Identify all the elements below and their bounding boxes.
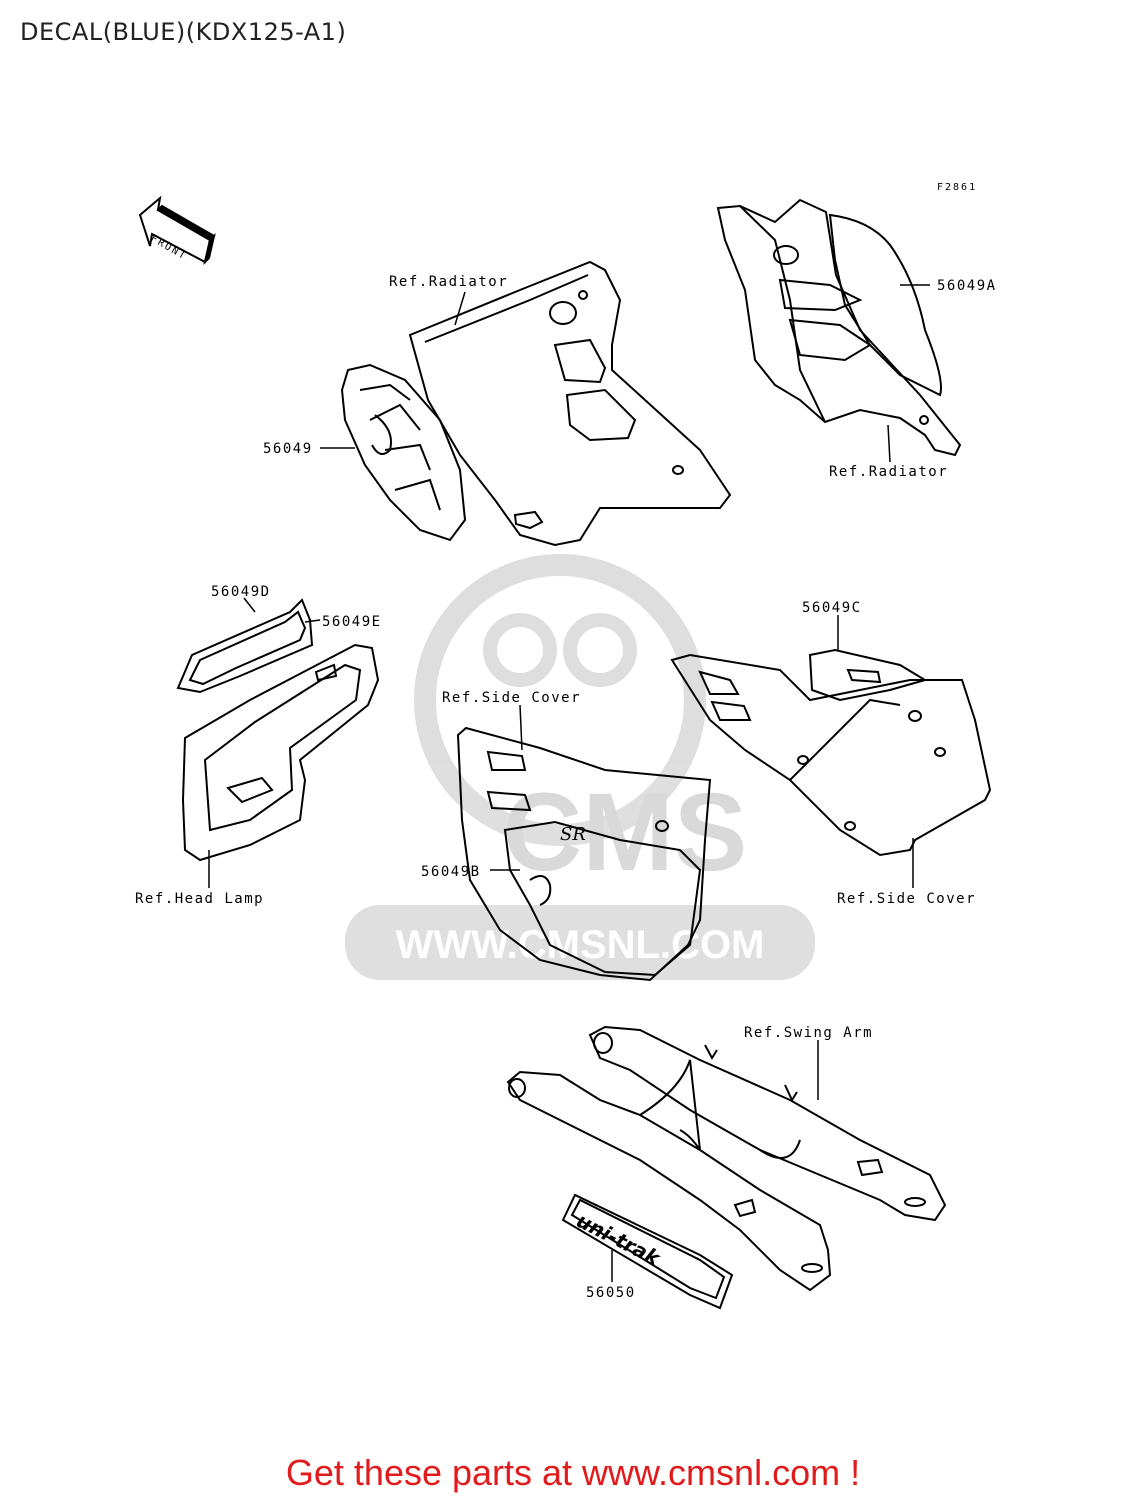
decal-56049c xyxy=(808,648,928,702)
side-cover-right xyxy=(670,653,992,857)
figure-code: F2861 xyxy=(937,182,977,193)
callout-ref-head-lamp: Ref.Head Lamp xyxy=(135,891,264,907)
watermark-helmet-icon xyxy=(414,554,706,846)
callout-ref-side-cover-right: Ref.Side Cover xyxy=(837,891,976,907)
callout-ref-radiator-left: Ref.Radiator xyxy=(389,274,508,290)
callout-56049e: 56049E xyxy=(322,614,382,630)
callout-ref-side-cover-center: Ref.Side Cover xyxy=(442,690,581,706)
footer-cta[interactable]: Get these parts at www.cmsnl.com ! xyxy=(285,1452,861,1493)
callout-56049d: 56049D xyxy=(211,584,271,600)
radiator-shroud-left xyxy=(408,260,732,547)
callout-56050: 56050 xyxy=(586,1285,636,1301)
swing-arm xyxy=(506,1025,947,1292)
decal-56049d xyxy=(176,598,314,694)
decal-56050-logo: uni-trak xyxy=(573,1208,665,1271)
decal-56049a xyxy=(828,213,942,397)
page-title: DECAL(BLUE)(KDX125-A1) xyxy=(20,18,347,46)
callout-56049: 56049 xyxy=(263,441,313,457)
radiator-shroud-right xyxy=(716,198,962,457)
callout-56049c: 56049C xyxy=(802,600,862,616)
head-lamp-cover xyxy=(181,643,380,862)
callout-ref-swing-arm: Ref.Swing Arm xyxy=(744,1025,873,1041)
side-cover-center xyxy=(456,726,712,982)
decal-56050 xyxy=(561,1193,734,1310)
decal-56049b xyxy=(503,820,702,977)
callout-56049b: 56049B xyxy=(421,864,481,880)
front-arrow-icon xyxy=(138,195,216,266)
decal-56049 xyxy=(340,363,467,542)
callout-ref-radiator-right: Ref.Radiator xyxy=(829,464,948,480)
callout-56049a: 56049A xyxy=(937,278,997,294)
decal-56049b-logo: SR xyxy=(560,824,586,845)
leader-lines xyxy=(208,284,930,1282)
